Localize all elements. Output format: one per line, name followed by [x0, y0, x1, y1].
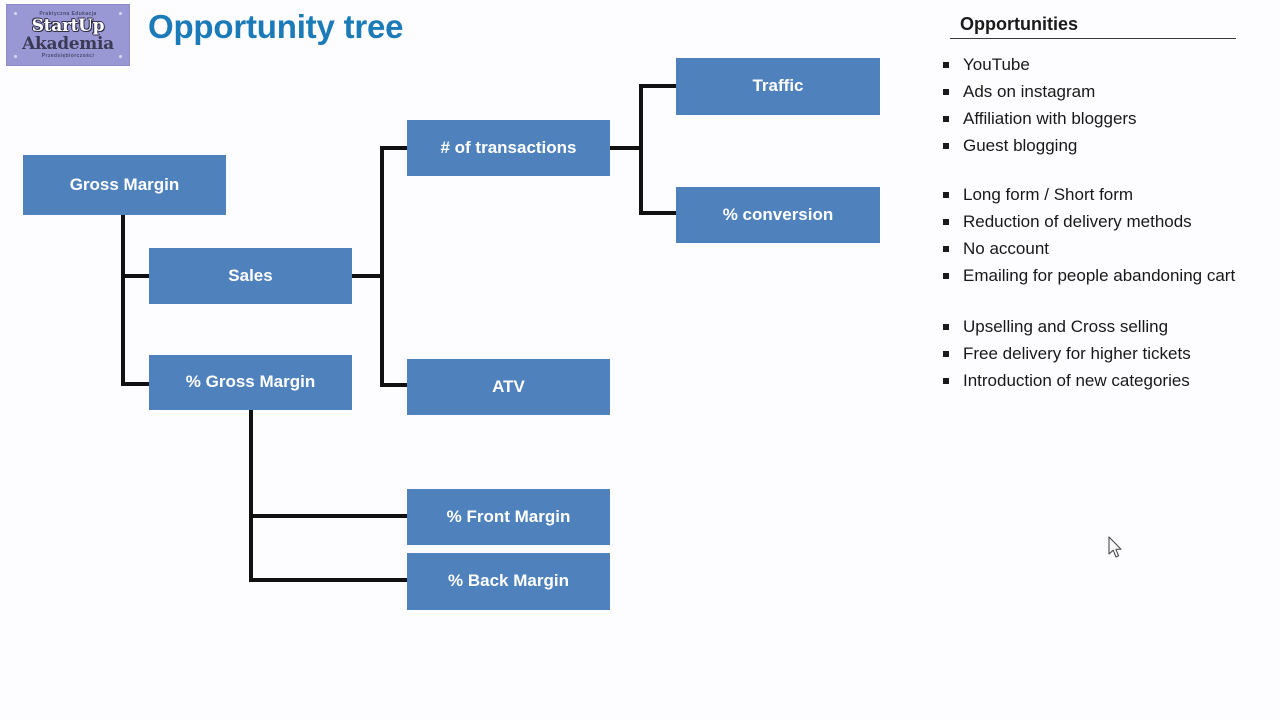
connector-sales-stub	[352, 274, 384, 278]
logo-corner-dot	[14, 55, 17, 58]
list-item-label: Ads on instagram	[963, 82, 1096, 101]
tree-node-sales[interactable]: Sales	[149, 248, 352, 304]
opportunities-group-3: Upselling and Cross selling Free deliver…	[930, 313, 1270, 394]
list-item-label: Long form / Short form	[963, 185, 1134, 204]
connector-transactions-trunk	[639, 84, 643, 215]
list-item: No account	[935, 235, 1270, 262]
logo-bottom-text: Przedsiębiorczości	[41, 52, 95, 59]
list-item-label: No account	[963, 239, 1049, 258]
logo-secondary-text: Akademia	[22, 33, 114, 54]
connector-sales-to-transactions	[380, 146, 408, 150]
list-item-label: Introduction of new categories	[963, 371, 1190, 390]
connector-gross-margin-to-sales	[121, 274, 151, 278]
logo-corner-dot	[14, 12, 17, 15]
list-item-label: Reduction of delivery methods	[963, 212, 1192, 231]
connector-sales-to-atv	[380, 383, 408, 387]
list-item: Reduction of delivery methods	[935, 208, 1270, 235]
list-item: Ads on instagram	[935, 78, 1270, 105]
connector-pct-gross-margin-trunk	[249, 410, 253, 582]
mouse-cursor-icon	[1108, 536, 1122, 558]
bullet-icon	[943, 378, 949, 384]
list-item-label: Guest blogging	[963, 136, 1078, 155]
connector-gross-margin-to-pct-gross-margin	[121, 382, 151, 386]
tree-node-transactions[interactable]: # of transactions	[407, 120, 610, 176]
connector-sales-trunk	[380, 146, 384, 387]
list-item: Affiliation with bloggers	[935, 105, 1270, 132]
tree-node-pct-gross-margin[interactable]: % Gross Margin	[149, 355, 352, 410]
list-item: Free delivery for higher tickets	[935, 340, 1270, 367]
bullet-icon	[943, 273, 949, 279]
bullet-icon	[943, 192, 949, 198]
tree-node-atv[interactable]: ATV	[407, 359, 610, 415]
bullet-icon	[943, 89, 949, 95]
opportunities-group-2: Long form / Short form Reduction of deli…	[930, 181, 1270, 289]
startup-akademia-logo: Praktyczna Edukacja StartUp Akademia Prz…	[6, 4, 130, 66]
bullet-icon	[943, 246, 949, 252]
opportunities-group-1: YouTube Ads on instagram Affiliation wit…	[930, 51, 1270, 159]
opportunities-divider	[950, 38, 1236, 39]
logo-corner-dot	[119, 12, 122, 15]
logo-top-text: Praktyczna Edukacja	[39, 10, 97, 17]
tree-node-pct-front-margin[interactable]: % Front Margin	[407, 489, 610, 545]
bullet-icon	[943, 62, 949, 68]
opportunities-panel: Opportunities YouTube Ads on instagram A…	[930, 14, 1270, 394]
tree-node-traffic[interactable]: Traffic	[676, 58, 880, 115]
bullet-icon	[943, 116, 949, 122]
connector-transactions-to-conversion	[639, 211, 677, 215]
list-item: Guest blogging	[935, 132, 1270, 159]
list-item: Emailing for people abandoning cart	[935, 262, 1270, 289]
opportunities-title: Opportunities	[960, 14, 1078, 34]
list-item-label: YouTube	[963, 55, 1030, 74]
list-item-label: Upselling and Cross selling	[963, 317, 1169, 336]
connector-transactions-stub	[610, 146, 643, 150]
list-item-label: Free delivery for higher tickets	[963, 344, 1191, 363]
logo-primary-text: StartUp	[31, 15, 105, 36]
bullet-icon	[943, 143, 949, 149]
tree-node-gross-margin[interactable]: Gross Margin	[23, 155, 226, 215]
connector-pct-gross-margin-to-back	[249, 578, 409, 582]
tree-node-pct-back-margin[interactable]: % Back Margin	[407, 553, 610, 610]
bullet-icon	[943, 219, 949, 225]
connector-transactions-to-traffic	[639, 84, 677, 88]
page-title: Opportunity tree	[148, 8, 404, 45]
list-item: YouTube	[935, 51, 1270, 78]
list-item: Upselling and Cross selling	[935, 313, 1270, 340]
list-item-label: Affiliation with bloggers	[963, 109, 1137, 128]
tree-node-pct-conversion[interactable]: % conversion	[676, 187, 880, 243]
logo-corner-dot	[119, 55, 122, 58]
bullet-icon	[943, 324, 949, 330]
list-item: Introduction of new categories	[935, 367, 1270, 394]
list-item-label: Emailing for people abandoning cart	[963, 266, 1236, 285]
connector-pct-gross-margin-to-front	[249, 514, 409, 518]
connector-gross-margin-trunk	[121, 212, 125, 386]
list-item: Long form / Short form	[935, 181, 1270, 208]
bullet-icon	[943, 351, 949, 357]
